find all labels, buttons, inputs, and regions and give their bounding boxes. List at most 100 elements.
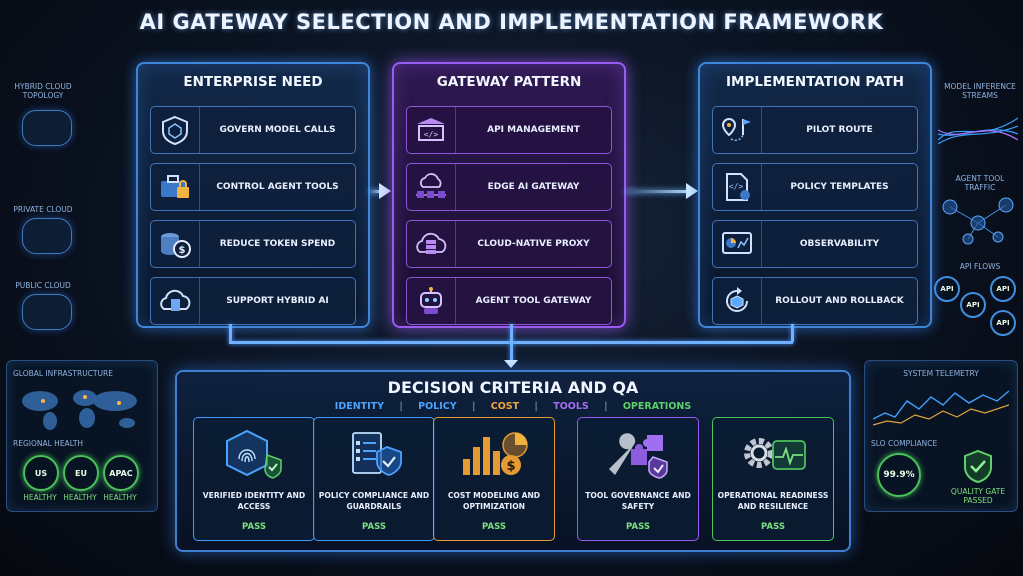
- shield-check-icon: [964, 449, 992, 483]
- api-node: API: [960, 292, 986, 318]
- gateway-code-icon: </>: [407, 107, 456, 153]
- category-identity: IDENTITY: [334, 401, 385, 412]
- telemetry-monitor: SYSTEM TELEMETRY SLO COMPLIANCE 99.9% QU…: [864, 360, 1018, 512]
- item-label: REDUCE TOKEN SPEND: [219, 239, 336, 249]
- cloud-icon: [22, 110, 72, 146]
- svg-text:</>: </>: [424, 130, 439, 139]
- page-title: AI GATEWAY SELECTION AND IMPLEMENTATION …: [139, 10, 884, 34]
- item-label: GOVERN MODEL CALLS: [219, 125, 336, 135]
- cloud-icon: [22, 218, 72, 254]
- decision-title: DECISION CRITERIA AND QA: [387, 378, 639, 397]
- pattern-item-api: </> API MANAGEMENT: [406, 106, 612, 154]
- svg-text:$: $: [506, 459, 515, 474]
- region-gauge-apac: APAC: [103, 455, 139, 491]
- region-status: HEALTHY: [63, 493, 97, 502]
- item-label: PILOT ROUTE: [806, 125, 873, 135]
- path-item-policy: </> POLICY TEMPLATES: [712, 163, 918, 211]
- panel-title: IMPLEMENTATION PATH: [726, 74, 904, 90]
- arrow-pattern-to-path: [626, 183, 698, 199]
- category-separator: |: [534, 401, 538, 412]
- hybrid-cloud-label: HYBRID CLOUD TOPOLOGY: [14, 82, 72, 100]
- pattern-item-edge: EDGE AI GATEWAY: [406, 163, 612, 211]
- cloud-building-icon: [151, 278, 200, 324]
- need-item-govern: GOVERN MODEL CALLS: [150, 106, 356, 154]
- criterion-label: COST MODELING AND OPTIMIZATION: [447, 491, 541, 511]
- checklist-shield-icon: [314, 428, 434, 480]
- world-map-icon: [22, 390, 137, 430]
- enterprise-need-panel: ENTERPRISE NEED GOVERN MODEL CALLS CONTR…: [136, 62, 370, 328]
- agent-tool-traffic-label: AGENT TOOL TRAFFIC: [955, 174, 1005, 192]
- api-node-label: API: [966, 301, 980, 309]
- region-status: HEALTHY: [23, 493, 57, 502]
- criterion-status: PASS: [242, 522, 266, 532]
- api-node: API: [934, 276, 960, 302]
- wrench-puzzle-icon: [578, 428, 698, 480]
- model-inference-label: MODEL INFERENCE STREAMS: [944, 82, 1016, 100]
- api-node: API: [990, 310, 1016, 336]
- item-label: AGENT TOOL GATEWAY: [475, 296, 592, 306]
- connector-line: [229, 324, 232, 342]
- region-name: APAC: [109, 468, 133, 478]
- region-name: US: [34, 468, 48, 478]
- category-separator: |: [399, 401, 403, 412]
- category-separator: |: [471, 401, 476, 412]
- fingerprint-icon: [194, 428, 314, 480]
- criterion-status: PASS: [626, 522, 650, 532]
- telemetry-title: SYSTEM TELEMETRY: [903, 369, 979, 378]
- category-tools: TOOLS: [553, 401, 589, 412]
- criterion-label: POLICY COMPLIANCE AND GUARDRAILS: [318, 491, 430, 511]
- telemetry-chart-icon: [873, 390, 1009, 426]
- criterion-label: OPERATIONAL READINESS AND RESILIENCE: [717, 491, 829, 511]
- region-status: HEALTHY: [103, 493, 137, 502]
- shield-icon: [151, 107, 200, 153]
- item-label: EDGE AI GATEWAY: [487, 182, 580, 192]
- api-node-label: API: [996, 285, 1010, 293]
- need-item-control: CONTROL AGENT TOOLS: [150, 163, 356, 211]
- stream-lines-icon: [938, 117, 1018, 145]
- document-code-icon: </>: [713, 164, 762, 210]
- criterion-label: VERIFIED IDENTITY AND ACCESS: [202, 491, 306, 511]
- connector-line: [510, 324, 513, 364]
- private-cloud-label: PRIVATE CLOUD: [13, 205, 73, 214]
- edge-cloud-icon: [407, 164, 456, 210]
- category-separator: |: [604, 401, 608, 412]
- svg-text:</>: </>: [729, 182, 744, 191]
- network-nodes-icon: [942, 197, 1014, 245]
- criterion-status: PASS: [761, 522, 785, 532]
- path-item-pilot: PILOT ROUTE: [712, 106, 918, 154]
- criterion-cost: $ COST MODELING AND OPTIMIZATION PASS: [433, 417, 555, 541]
- public-cloud-label: PUBLIC CLOUD: [15, 281, 71, 290]
- item-label: API MANAGEMENT: [487, 125, 580, 135]
- route-flag-icon: [713, 107, 762, 153]
- robot-icon: [407, 278, 456, 324]
- dashboard-icon: [713, 221, 762, 267]
- gear-pulse-icon: [713, 428, 833, 480]
- category-bar: IDENTITY | POLICY | COST | TOOLS | OPERA…: [177, 401, 849, 412]
- category-operations: OPERATIONS: [622, 401, 692, 412]
- regional-health-title: REGIONAL HEALTH: [13, 439, 84, 448]
- decision-criteria-panel: DECISION CRITERIA AND QA IDENTITY | POLI…: [175, 370, 851, 552]
- criterion-policy: POLICY COMPLIANCE AND GUARDRAILS PASS: [313, 417, 435, 541]
- panel-title: ENTERPRISE NEED: [183, 74, 323, 90]
- api-flows-label: API FLOWS: [959, 262, 1001, 271]
- slo-value: 99.9%: [883, 470, 915, 480]
- slo-title: SLO COMPLIANCE: [871, 439, 938, 448]
- cycle-box-icon: [713, 278, 762, 324]
- api-node-label: API: [996, 319, 1010, 327]
- connector-line: [791, 324, 794, 342]
- item-label: ROLLOUT AND ROLLBACK: [775, 296, 904, 306]
- region-gauge-us: US: [23, 455, 59, 491]
- infra-title: GLOBAL INFRASTRUCTURE: [13, 369, 113, 378]
- region-name: EU: [75, 468, 87, 478]
- cloud-icon: [22, 294, 72, 330]
- pattern-item-agent: AGENT TOOL GATEWAY: [406, 277, 612, 325]
- item-label: CONTROL AGENT TOOLS: [216, 182, 339, 192]
- category-policy: POLICY: [418, 401, 457, 412]
- implementation-path-panel: IMPLEMENTATION PATH PILOT ROUTE </> POLI…: [698, 62, 932, 328]
- chart-coin-icon: $: [434, 428, 554, 480]
- item-label: OBSERVABILITY: [799, 239, 880, 249]
- gateway-pattern-panel: GATEWAY PATTERN </> API MANAGEMENT EDGE …: [392, 62, 626, 328]
- item-label: CLOUD-NATIVE PROXY: [477, 239, 590, 249]
- arrow-down-icon: [504, 360, 518, 368]
- cloud-server-icon: [407, 221, 456, 267]
